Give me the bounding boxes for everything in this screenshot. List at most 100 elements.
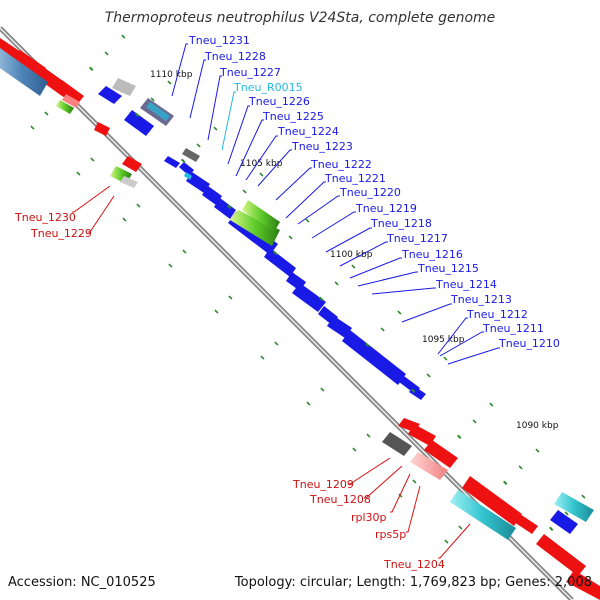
scale-tick bbox=[272, 250, 278, 256]
gene-label-tneu-1223[interactable]: Tneu_1223 bbox=[291, 140, 353, 153]
scale-tick bbox=[412, 479, 417, 484]
scale-tick bbox=[260, 355, 265, 360]
scale-tick bbox=[121, 34, 126, 39]
gene-reverse[interactable] bbox=[408, 424, 436, 446]
gene-forward[interactable] bbox=[179, 162, 194, 176]
scale-tick bbox=[214, 309, 219, 314]
scale-tick bbox=[305, 218, 310, 223]
gene-forward[interactable] bbox=[342, 330, 406, 385]
gene-label-tneu-1216[interactable]: Tneu_1216 bbox=[401, 248, 463, 261]
tick-marks bbox=[30, 34, 586, 544]
rna-gene-highlight[interactable] bbox=[56, 100, 74, 114]
gene-label-tneu-1210[interactable]: Tneu_1210 bbox=[498, 337, 560, 350]
rna-gene[interactable] bbox=[146, 102, 170, 121]
pink-feature[interactable] bbox=[410, 452, 448, 480]
steel-feature[interactable] bbox=[0, 48, 48, 96]
gene-label-tneu-1212[interactable]: Tneu_1212 bbox=[466, 308, 528, 321]
scale-tick bbox=[318, 296, 324, 302]
scale-tick bbox=[196, 143, 201, 148]
gene-forward[interactable] bbox=[550, 510, 578, 534]
scale-tick bbox=[213, 126, 218, 131]
scale-tick bbox=[306, 401, 311, 406]
forward-strand-genes bbox=[98, 86, 578, 534]
gene-label-tneu-1228[interactable]: Tneu_1228 bbox=[204, 50, 266, 63]
rna-gene-highlight[interactable] bbox=[230, 210, 280, 246]
rna-gene[interactable] bbox=[450, 490, 516, 540]
gene-label-tneu-1220[interactable]: Tneu_1220 bbox=[339, 186, 401, 199]
pseudo-gene[interactable] bbox=[120, 176, 138, 188]
topology-label: Topology: circular; Length: 1,769,823 bp… bbox=[234, 575, 592, 590]
gene-label-tneu-1204[interactable]: Tneu_1204 bbox=[383, 558, 445, 571]
gene-reverse[interactable] bbox=[514, 514, 538, 534]
scale-tick bbox=[458, 525, 463, 530]
gene-forward[interactable] bbox=[327, 316, 352, 338]
gene-label-tneu-1221[interactable]: Tneu_1221 bbox=[324, 172, 386, 185]
gene-forward[interactable] bbox=[292, 283, 326, 312]
scale-tick bbox=[581, 494, 586, 499]
scale-tick bbox=[456, 434, 462, 440]
gene-reverse[interactable] bbox=[54, 80, 84, 106]
gene-label-tneu-1214[interactable]: Tneu_1214 bbox=[435, 278, 497, 291]
gene-reverse[interactable] bbox=[424, 440, 458, 468]
gene-label-tneu-1224[interactable]: Tneu_1224 bbox=[277, 125, 339, 138]
gene-label-tneu-1230[interactable]: Tneu_1230 bbox=[14, 211, 76, 224]
gene-label-tneu-1222[interactable]: Tneu_1222 bbox=[310, 158, 372, 171]
reverse-gene-callouts bbox=[72, 185, 471, 559]
scale-tick bbox=[380, 327, 385, 332]
gene-label-tneu-1217[interactable]: Tneu_1217 bbox=[386, 232, 448, 245]
gene-label-tneu-1219[interactable]: Tneu_1219 bbox=[355, 202, 417, 215]
scale-tick bbox=[351, 264, 356, 269]
scale-tick bbox=[88, 66, 94, 72]
gene-label-rpl30p[interactable]: rpl30p bbox=[351, 511, 387, 524]
scale-tick bbox=[104, 51, 109, 56]
scale-tick bbox=[366, 433, 371, 438]
scale-tick bbox=[397, 310, 402, 315]
gene-label-tneu-1209[interactable]: Tneu_1209 bbox=[292, 478, 354, 491]
scale-tick bbox=[410, 388, 416, 394]
gene-forward[interactable] bbox=[98, 86, 122, 104]
gene-label-tneu-1225[interactable]: Tneu_1225 bbox=[262, 110, 324, 123]
gene-reverse[interactable] bbox=[566, 570, 600, 600]
gene-label-tneu-r0015[interactable]: Tneu_R0015 bbox=[233, 81, 303, 94]
gene-label-rps5p[interactable]: rps5p bbox=[375, 528, 406, 541]
kbp-label-1095: 1095 kbp bbox=[422, 335, 465, 345]
rna-gene[interactable] bbox=[184, 172, 192, 180]
gene-reverse[interactable] bbox=[122, 156, 142, 172]
scale-tick bbox=[518, 465, 523, 470]
gene-forward[interactable] bbox=[264, 248, 296, 277]
rna-gene-highlight[interactable] bbox=[242, 200, 280, 232]
gene-forward[interactable] bbox=[202, 186, 222, 205]
gene-label-tneu-1211[interactable]: Tneu_1211 bbox=[482, 322, 544, 335]
gene-label-tneu-1215[interactable]: Tneu_1215 bbox=[417, 262, 479, 275]
gene-label-tneu-1226[interactable]: Tneu_1226 bbox=[248, 95, 310, 108]
gene-label-tneu-1227[interactable]: Tneu_1227 bbox=[219, 66, 281, 79]
gene-reverse[interactable] bbox=[536, 534, 586, 576]
gene-forward[interactable] bbox=[214, 198, 236, 219]
gene-reverse[interactable] bbox=[94, 122, 110, 136]
scale-tick bbox=[122, 217, 127, 222]
kbp-label-1090: 1090 kbp bbox=[516, 421, 559, 431]
scale-tick bbox=[136, 203, 141, 208]
gene-forward[interactable] bbox=[164, 156, 180, 168]
gene-label-tneu-1208[interactable]: Tneu_1208 bbox=[309, 493, 371, 506]
scale-tick bbox=[426, 373, 431, 378]
pseudo-gene[interactable] bbox=[182, 148, 200, 162]
gene-reverse[interactable] bbox=[462, 476, 522, 526]
scale-tick bbox=[242, 189, 247, 194]
scale-tick bbox=[288, 235, 293, 240]
gene-forward[interactable] bbox=[186, 172, 210, 193]
scale-tick bbox=[182, 249, 187, 254]
gene-label-tneu-1231[interactable]: Tneu_1231 bbox=[188, 34, 250, 47]
pseudo-gene[interactable] bbox=[112, 78, 136, 96]
gene-reverse[interactable] bbox=[62, 94, 80, 108]
gene-label-tneu-1218[interactable]: Tneu_1218 bbox=[370, 217, 432, 230]
scale-tick bbox=[167, 80, 172, 85]
gene-label-tneu-1213[interactable]: Tneu_1213 bbox=[450, 293, 512, 306]
gene-label-tneu-1229[interactable]: Tneu_1229 bbox=[30, 227, 92, 240]
scale-tick bbox=[352, 447, 357, 452]
kbp-label-1105: 1105 kbp bbox=[240, 159, 283, 169]
scale-tick bbox=[90, 157, 95, 162]
gene-forward[interactable] bbox=[124, 110, 154, 136]
rna-gene[interactable] bbox=[554, 492, 594, 522]
pseudo-gene[interactable] bbox=[382, 432, 412, 456]
